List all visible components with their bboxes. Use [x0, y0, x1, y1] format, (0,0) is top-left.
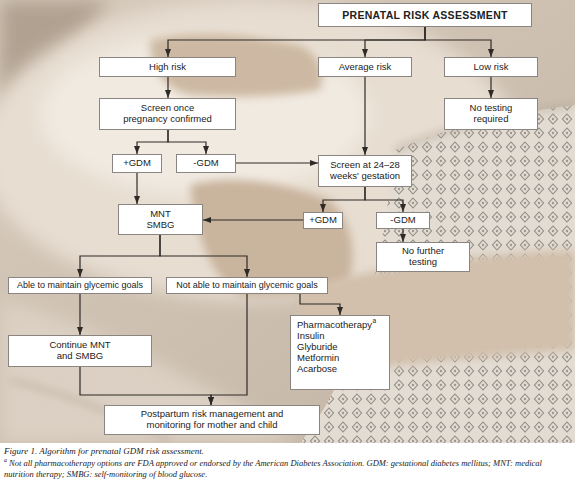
node-text: Able to maintain glycemic goals: [17, 280, 143, 290]
photo-upper-hand: [150, 34, 323, 97]
footnote-text: Not all pharmacotherapy options are FDA …: [4, 458, 542, 479]
flow-arrow: [365, 187, 403, 212]
footnote-marker: a: [372, 318, 376, 325]
flow-arrow: [211, 294, 247, 405]
node-text: Not able to maintain glycemic goals: [176, 280, 318, 290]
risk-box: Low risk: [444, 57, 538, 77]
outcome-box: Not able to maintain glycemic goals: [166, 277, 328, 294]
caption-block: Figure 1. Algorithm for prenatal GDM ris…: [4, 446, 571, 456]
node-text: High risk: [149, 62, 186, 73]
flow-arrow: [167, 77, 168, 98]
footnote-block: aNot all pharmacotherapy options are FDA…: [4, 458, 571, 480]
node-text: Postpartum risk management and monitorin…: [130, 409, 295, 431]
node-text: Average risk: [339, 62, 392, 73]
node-text: MNT SMBG: [143, 209, 178, 231]
node-text: Screen at 24–28 weeks' gestation: [323, 160, 408, 182]
flow-arrow: [80, 235, 160, 277]
node-text: No testing required: [461, 103, 521, 125]
result-box: -GDM: [176, 154, 236, 173]
result-box: +GDM: [112, 154, 162, 173]
flow-arrow: [203, 219, 303, 220]
node-text: Low risk: [474, 62, 509, 73]
node-text: -GDM: [193, 158, 218, 169]
flow-arrow: [490, 77, 491, 98]
outcome-box: Able to maintain glycemic goals: [8, 277, 152, 294]
node-text: +GDM: [123, 158, 151, 169]
flow-arrow: [136, 173, 137, 204]
photo-sheet: [0, 300, 300, 443]
result-box: -GDM: [376, 212, 430, 229]
footnote-marker: a: [4, 457, 7, 463]
node-text: No further testing: [396, 246, 451, 268]
node-text: +GDM: [309, 215, 337, 226]
flow-arrow: [364, 77, 365, 155]
flow-arrow: [425, 27, 491, 57]
figure-caption: Figure 1. Algorithm for prenatal GDM ris…: [4, 446, 204, 456]
flow-arrow: [323, 187, 365, 212]
node-text: -GDM: [390, 215, 415, 226]
flow-arrow: [236, 162, 318, 163]
start-box: PRENATAL RISK ASSESSMENT: [318, 3, 532, 27]
flow-arrow: [80, 367, 211, 405]
flow-arrow: [168, 27, 425, 57]
risk-box: High risk: [99, 57, 236, 77]
node-text: PRENATAL RISK ASSESSMENT: [342, 9, 508, 21]
flow-arrow: [160, 235, 247, 277]
flow-arrow: [168, 130, 206, 154]
therapy-box: PharmacotherapyInsulin Glyburide Metform…: [290, 315, 390, 390]
flow-arrow: [365, 27, 425, 57]
end-box: No further testing: [376, 242, 470, 272]
end-box: Postpartum risk management and monitorin…: [104, 405, 320, 435]
end-box: No testing required: [444, 98, 538, 130]
flow-arrow: [137, 130, 168, 154]
node-body-text: Insulin Glyburide Metformin Acarbose: [297, 331, 347, 375]
flow-arrow: [402, 229, 403, 242]
node-text: Screen once pregnancy confirmed: [118, 103, 218, 125]
result-box: +GDM: [303, 212, 343, 229]
flow-arrow: [79, 294, 80, 335]
process-box: Screen at 24–28 weeks' gestation: [318, 155, 412, 187]
node-text: Continue MNT and SMBG: [43, 340, 118, 362]
node-text: Pharmacotherapy: [297, 320, 372, 331]
process-box: Continue MNT and SMBG: [8, 335, 152, 367]
flow-arrow: [300, 294, 340, 315]
process-box: Screen once pregnancy confirmed: [99, 98, 236, 130]
process-box: MNT SMBG: [118, 204, 203, 235]
risk-box: Average risk: [318, 57, 412, 77]
